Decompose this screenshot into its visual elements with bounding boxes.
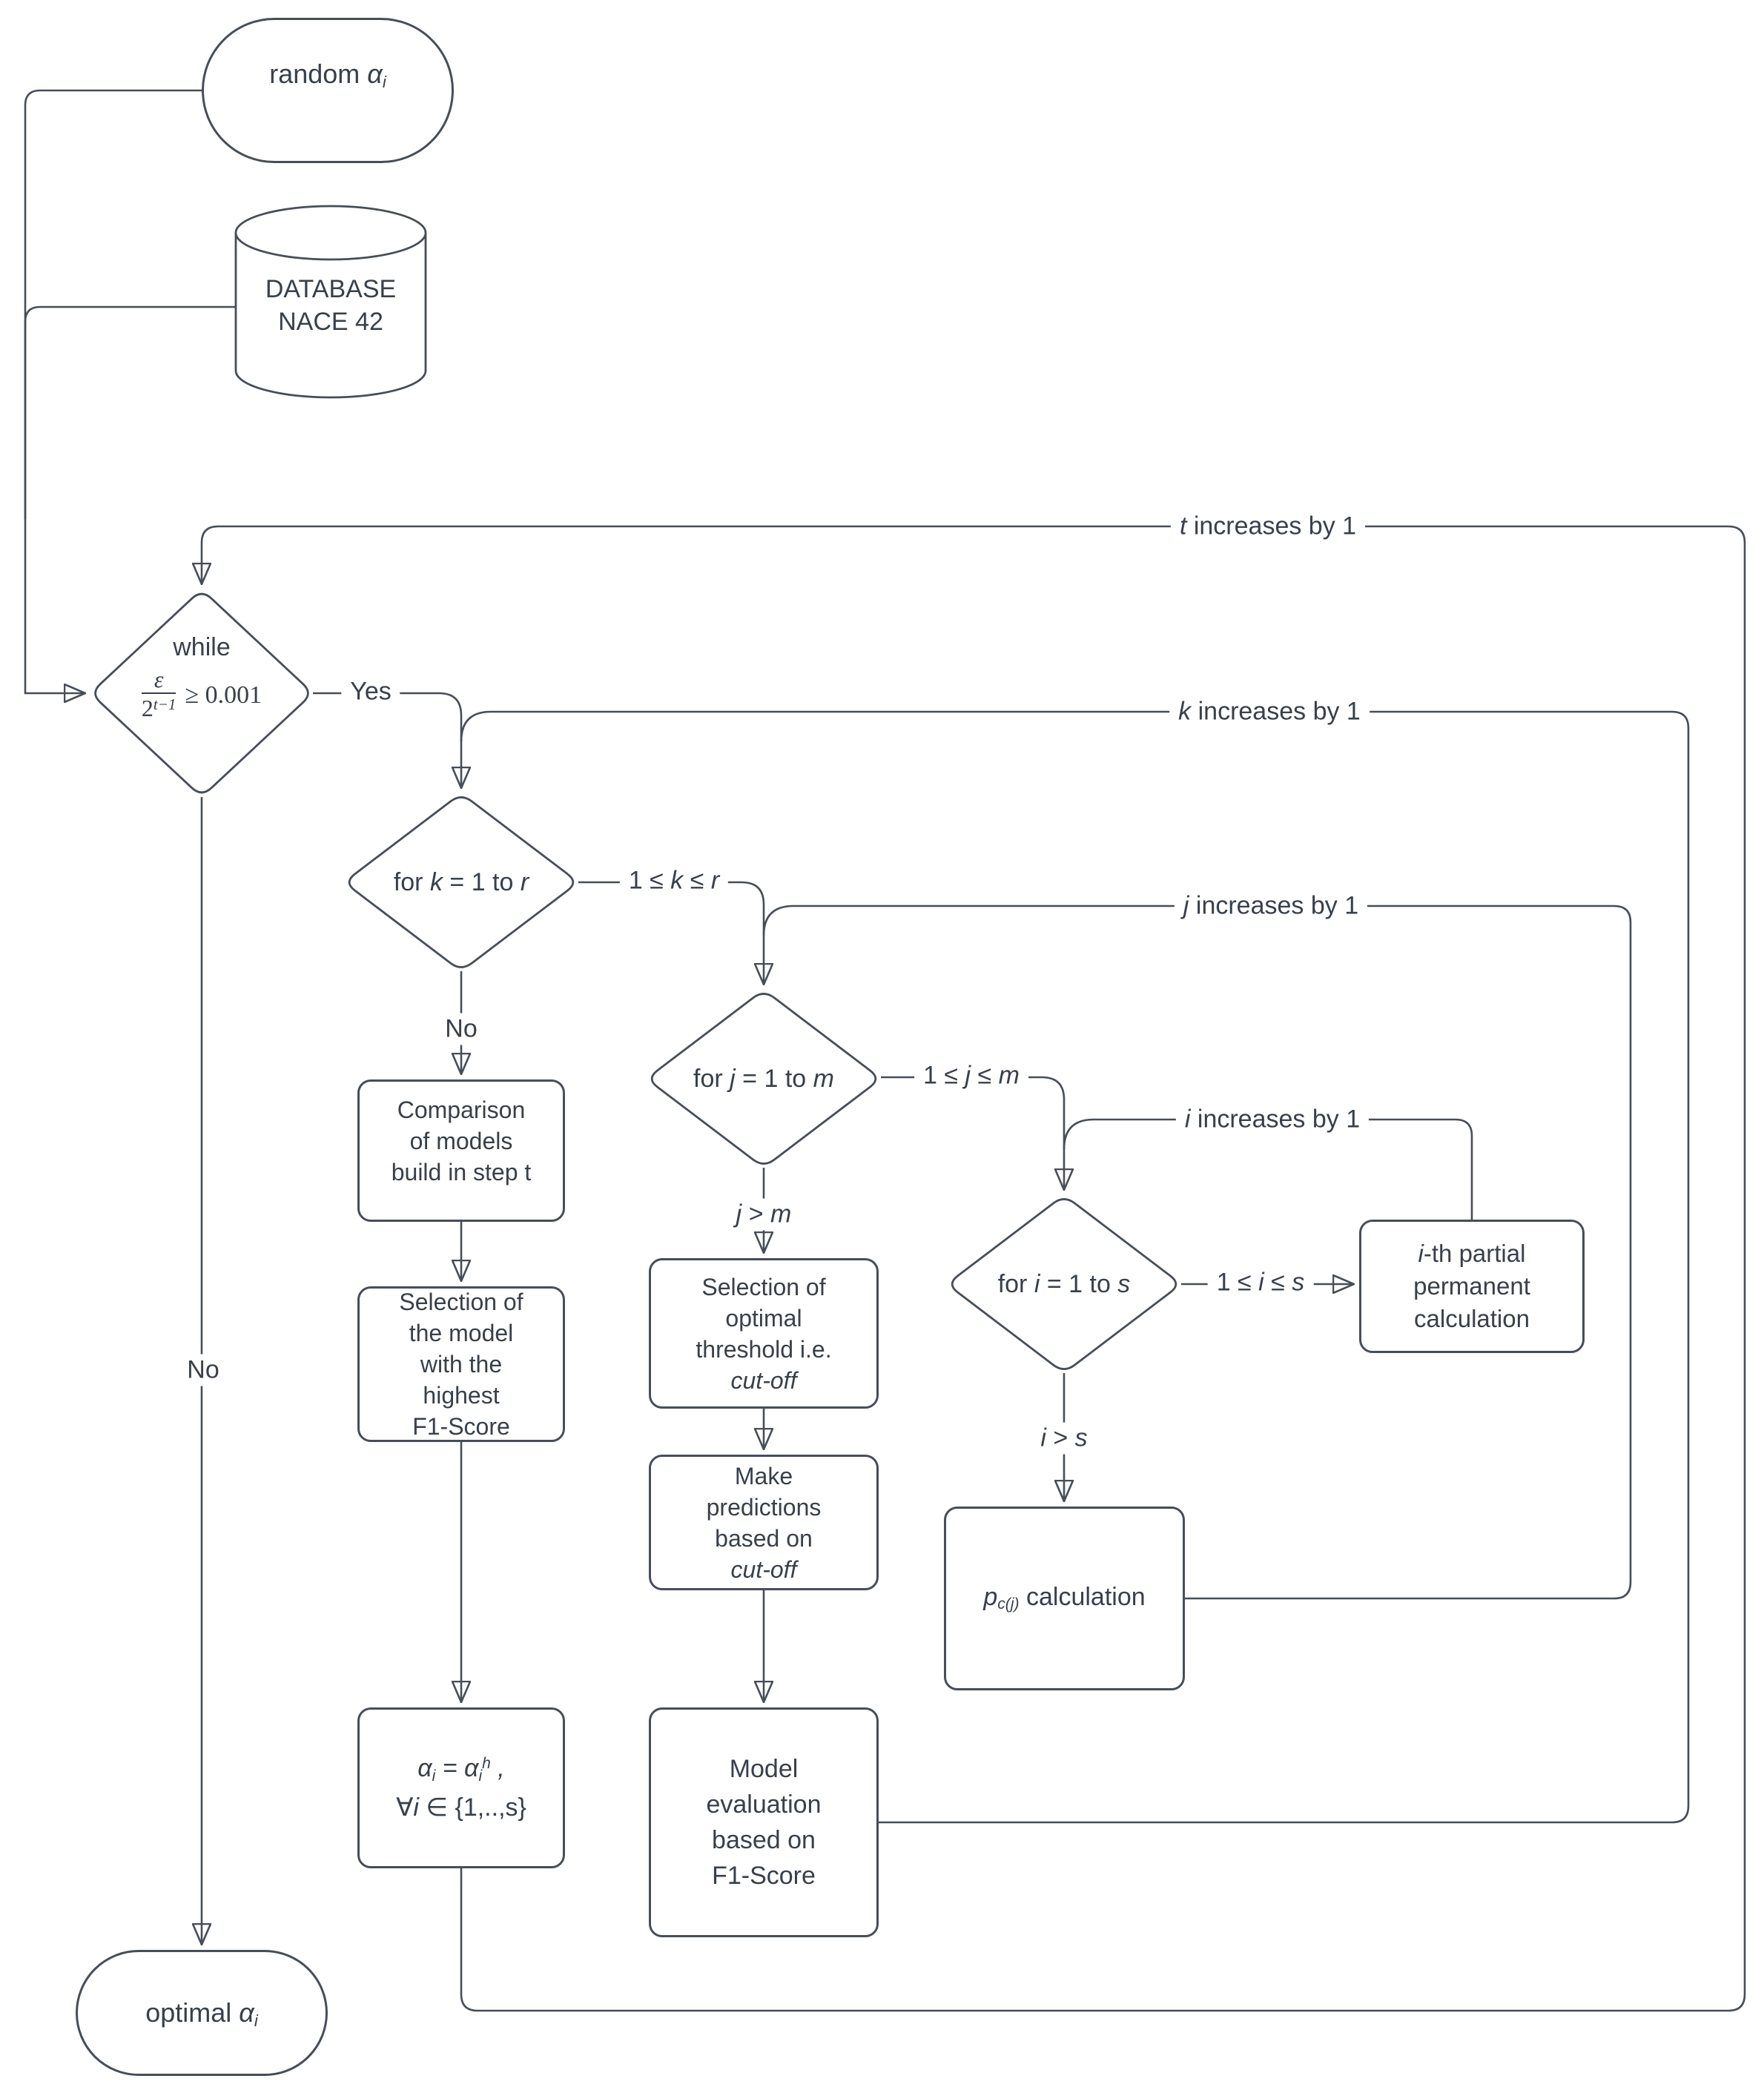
edge-label-yes: Yes: [341, 675, 400, 708]
process-comparison-models: Comparison of models build in step t: [357, 1079, 565, 1222]
connector-random-to-while: [24, 89, 202, 693]
connector-j-loop: [762, 905, 1632, 1600]
while-decision-label: while ε 2t−1 ≥ 0.001: [90, 632, 313, 725]
terminator-optimal-alpha: optimal αi: [76, 1950, 328, 2076]
selection-line2: the model: [409, 1320, 514, 1346]
edge-label-t-increases: t increases by 1: [1170, 510, 1366, 543]
for-i-diamond: [951, 1198, 1177, 1370]
while-fraction-numerator: ε: [153, 666, 164, 692]
comparison-line2: of models: [409, 1128, 513, 1154]
while-keyword: while: [173, 633, 231, 661]
selection-line5: F1-Score: [412, 1413, 510, 1440]
while-threshold: ≥ 0.001: [185, 681, 262, 709]
evaluation-line1: Model: [729, 1755, 799, 1783]
process-cutoff-selection: Selection of optimal threshold i.e. cut-…: [649, 1258, 879, 1409]
partial-line1: i-th partial: [1418, 1240, 1526, 1267]
predictions-line1: Make: [734, 1462, 793, 1489]
cutoff-line1: Selection of: [701, 1273, 826, 1300]
partial-line2: permanent: [1413, 1272, 1530, 1300]
connector-j-range-branch: [881, 1076, 1064, 1189]
comparison-line3: build in step t: [391, 1159, 532, 1185]
connector-yes-branch: [313, 692, 461, 787]
process-pc-calculation: pc(j) calculation: [944, 1507, 1185, 1690]
evaluation-line4: F1-Score: [712, 1862, 816, 1890]
terminator-random-alpha-label: random αi: [269, 59, 386, 92]
pc-label: pc(j) calculation: [983, 1582, 1146, 1613]
edge-label-k-range: 1 ≤ k ≤ r: [619, 864, 729, 897]
connector-database-to-while: [24, 305, 236, 519]
cutoff-line3: threshold i.e.: [696, 1335, 832, 1363]
edge-label-i-range: 1 ≤ i ≤ s: [1207, 1266, 1314, 1299]
process-make-predictions: Make predictions based on cut-off: [649, 1455, 879, 1590]
edge-label-j-range: 1 ≤ j ≤ m: [914, 1059, 1028, 1092]
edge-label-no-while: No: [178, 1354, 228, 1386]
predictions-line3: based on: [715, 1524, 813, 1552]
database-line1: DATABASE: [265, 275, 397, 303]
predictions-line2: predictions: [706, 1493, 822, 1521]
connector-t-loop: [202, 525, 1746, 2012]
database-label: DATABASE NACE 42: [236, 273, 426, 338]
database-cylinder-top: [234, 205, 427, 261]
evaluation-line3: based on: [712, 1826, 816, 1854]
evaluation-line2: evaluation: [706, 1790, 822, 1819]
connector-k-range-branch: [578, 881, 764, 984]
edge-label-i-gt-s: i > s: [1031, 1422, 1097, 1455]
cutoff-line4: cut-off: [730, 1366, 797, 1394]
edge-label-j-gt-m: j > m: [727, 1198, 801, 1231]
while-diamond: [94, 592, 309, 794]
selection-line3: with the: [420, 1351, 503, 1378]
for-j-label: for j = 1 to m: [693, 1065, 834, 1093]
alpha-update-line1: αi = αih ,: [417, 1754, 505, 1785]
for-j-diamond: [650, 993, 877, 1165]
terminator-optimal-alpha-label: optimal αi: [145, 1997, 258, 2031]
process-partial-permanent: i-th partial permanent calculation: [1359, 1220, 1585, 1353]
process-selection-best-model: Selection of the model with the highest …: [357, 1286, 565, 1442]
while-fraction-denominator: 2t−1: [141, 692, 176, 725]
connector-k-loop: [460, 710, 1690, 1824]
while-fraction: ε 2t−1: [141, 666, 176, 725]
terminator-random-alpha: random αi: [202, 18, 454, 163]
edge-label-i-increases: i increases by 1: [1175, 1103, 1370, 1136]
partial-line3: calculation: [1414, 1305, 1530, 1332]
alpha-update-line2: ∀i ∈ {1,..,s}: [396, 1793, 526, 1822]
cutoff-line2: optimal: [725, 1304, 802, 1332]
for-k-label: for k = 1 to r: [393, 868, 529, 896]
comparison-line1: Comparison: [397, 1097, 526, 1123]
process-model-evaluation: Model evaluation based on F1-Score: [649, 1707, 879, 1937]
while-condition: ε 2t−1 ≥ 0.001: [90, 666, 313, 725]
edge-label-no-k: No: [436, 1013, 486, 1045]
edge-label-k-increases: k increases by 1: [1169, 695, 1370, 728]
database-line2: NACE 42: [278, 308, 383, 336]
selection-line1: Selection of: [399, 1289, 523, 1315]
for-i-label: for i = 1 to s: [997, 1270, 1131, 1298]
process-alpha-update: αi = αih , ∀i ∈ {1,..,s}: [357, 1707, 565, 1868]
selection-line4: highest: [423, 1382, 500, 1409]
database-cylinder-body: [234, 233, 427, 399]
predictions-line4: cut-off: [730, 1555, 797, 1583]
edge-label-j-increases: j increases by 1: [1174, 890, 1368, 922]
for-k-diamond: [348, 796, 575, 968]
